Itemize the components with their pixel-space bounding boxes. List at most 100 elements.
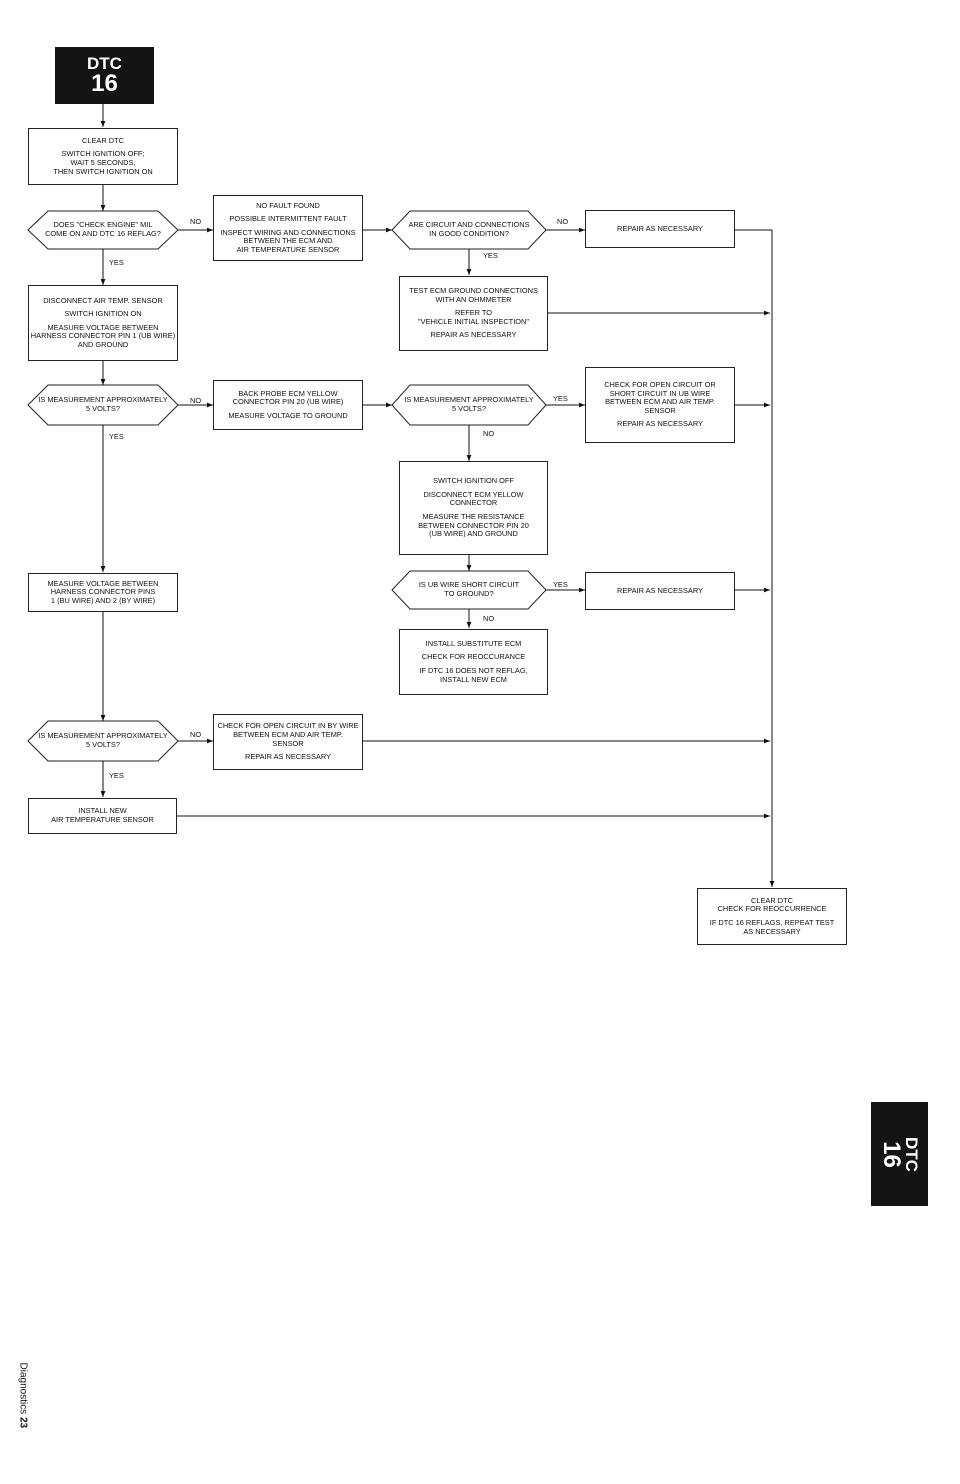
box-text-line: BETWEEN ECM AND AIR TEMP. — [233, 729, 343, 739]
box-text-line: SWITCH IGNITION OFF; — [61, 149, 145, 159]
box-text-line: MEASURE VOLTAGE BETWEEN — [47, 578, 159, 588]
label-yes: YES — [109, 432, 124, 441]
box-text-line: BETWEEN CONNECTOR PIN 20 — [418, 520, 529, 530]
label-no: NO — [483, 614, 495, 623]
box-text-line: CONNECTOR PIN 20 (UB WIRE) — [232, 397, 344, 407]
label-no: NO — [483, 429, 495, 438]
box-substitute-ecm: INSTALL SUBSTITUTE ECM CHECK FOR REOCCURA… — [399, 629, 548, 695]
box-text-line: CHECK FOR OPEN CIRCUIT IN BY WIRE — [217, 721, 359, 731]
box-text-line: WAIT 5 SECONDS, — [70, 158, 136, 167]
box-text-line: REPAIR AS NECESSARY — [245, 752, 331, 762]
box-disconnect-sensor: DISCONNECT AIR TEMP. SENSOR SWITCH IGNITI… — [28, 285, 178, 361]
box-text-line: SWITCH IGNITION OFF — [433, 476, 514, 486]
box-text-line: (UB WIRE) AND GROUND — [429, 529, 518, 539]
box-text-line: CLEAR DTC — [82, 135, 124, 145]
box-text-line: WITH AN OHMMETER — [435, 294, 512, 304]
box-switch-off: SWITCH IGNITION OFF DISCONNECT ECM YELLOW… — [399, 461, 548, 555]
box-text-line: TO GROUND? — [444, 589, 494, 598]
box-text-line: REFER TO — [454, 308, 493, 318]
box-text-line: COME ON AND DTC 16 REFLAG? — [45, 229, 161, 238]
box-text-line: MEASURE VOLTAGE BETWEEN — [47, 322, 159, 332]
box-text-line: SWITCH IGNITION ON — [64, 309, 142, 319]
box-text-line: 1 (BU WIRE) AND 2 (BY WIRE) — [50, 595, 156, 605]
box-text-line: MEASURE THE RESISTANCE — [422, 512, 525, 521]
tab-line1: DTC — [87, 54, 122, 73]
box-text-line: IS UB WIRE SHORT CIRCUIT — [418, 580, 520, 590]
box-text-line: CLEAR DTC — [751, 895, 793, 905]
box-text-line: SENSOR — [644, 405, 676, 415]
box-text-line: POSSIBLE INTERMITTENT FAULT — [229, 214, 347, 224]
box-text-line: REPAIR AS NECESSARY — [617, 223, 703, 233]
box-text-line: IF DTC 16 REFLAGS, REPEAT TEST — [709, 918, 835, 927]
box-text-line: BETWEEN ECM AND AIR TEMP. — [605, 397, 715, 407]
box-text-line: IN GOOD CONDITION? — [429, 229, 509, 238]
box-text-line: IS MEASUREMENT APPROXIMATELY — [38, 395, 168, 405]
box-text-line: REPAIR AS NECESSARY — [617, 419, 703, 429]
box-text-line: HARNESS CONNECTOR PINS — [50, 587, 156, 597]
label-yes: YES — [553, 580, 568, 589]
label-yes: YES — [109, 771, 124, 780]
label-yes: YES — [109, 258, 124, 267]
box-text-line: CHECK FOR REOCCURRENCE — [717, 904, 827, 914]
box-text-line: "VEHICLE INITIAL INSPECTION" — [418, 316, 529, 326]
box-text-line: ARE CIRCUIT AND CONNECTIONS — [408, 220, 530, 230]
box-text-line: AIR TEMPERATURE SENSOR — [236, 244, 340, 254]
box-text-line: AND GROUND — [77, 339, 129, 349]
box-text-line: 5 VOLTS? — [86, 404, 120, 413]
label-yes: YES — [553, 394, 568, 403]
label-no: NO — [190, 396, 202, 405]
box-text-line: AIR TEMPERATURE SENSOR — [51, 815, 154, 824]
box-text-line: SENSOR — [272, 738, 304, 748]
box-text-line: REPAIR AS NECESSARY — [430, 330, 517, 340]
dtc-16-side-tab: DTC 16 — [871, 1102, 928, 1206]
box-text-line: SHORT CIRCUIT IN UB WIRE — [609, 388, 711, 398]
box-text-line: DISCONNECT ECM YELLOW — [423, 489, 524, 499]
box-text-line: THEN SWITCH IGNITION ON — [53, 166, 153, 176]
box-text-line: CHECK FOR REOCCURANCE — [421, 652, 526, 662]
box-text-line: DISCONNECT AIR TEMP. SENSOR — [43, 295, 163, 305]
box-text-line: TEST ECM GROUND CONNECTIONS — [409, 286, 538, 296]
box-text-line: INSTALL NEW — [78, 806, 127, 816]
box-clear-dtc: CLEAR DTC SWITCH IGNITION OFF;WAIT 5 SECO… — [28, 128, 178, 185]
box-text-line: REPAIR AS NECESSARY — [617, 585, 703, 595]
box-text-line: BACK PROBE ECM YELLOW — [238, 388, 338, 398]
box-text-line: NO FAULT FOUND — [256, 200, 320, 210]
box-text-line: CONNECTOR — [449, 498, 498, 508]
box-text-line: 5 VOLTS? — [452, 404, 486, 413]
box-text-line: AS NECESSARY — [743, 926, 801, 936]
box-text-line: INSPECT WIRING AND CONNECTIONS — [220, 227, 356, 237]
box-repair-2: REPAIR AS NECESSARY — [585, 572, 735, 610]
box-text-line: BETWEEN THE ECM AND — [243, 236, 333, 246]
box-text-line: HARNESS CONNECTOR PIN 1 (UB WIRE) — [30, 331, 176, 341]
box-text-line: INSTALL NEW ECM — [440, 674, 507, 684]
box-no-fault-found: NO FAULT FOUND POSSIBLE INTERMITTENT FAUL… — [213, 195, 363, 261]
tab-line2: 16 — [91, 70, 118, 97]
box-text-line: MEASURE VOLTAGE TO GROUND — [228, 410, 348, 420]
box-text-line: CHECK FOR OPEN CIRCUIT OR — [604, 380, 716, 390]
box-text-line: 5 VOLTS? — [86, 740, 120, 749]
box-text-line: IS MEASUREMENT APPROXIMATELY — [404, 395, 534, 405]
box-text-line: DOES "CHECK ENGINE" MIL — [53, 220, 153, 230]
box-text-line: IS MEASUREMENT APPROXIMATELY — [38, 731, 168, 741]
box-text-line: INSTALL SUBSTITUTE ECM — [425, 638, 522, 648]
label-no: NO — [190, 730, 202, 739]
label-no: NO — [190, 217, 202, 226]
dtc-16-header-tab: DTC 16 — [55, 47, 154, 104]
label-yes: YES — [483, 251, 498, 260]
label-no: NO — [557, 217, 569, 226]
box-repair-1: REPAIR AS NECESSARY — [585, 210, 735, 248]
